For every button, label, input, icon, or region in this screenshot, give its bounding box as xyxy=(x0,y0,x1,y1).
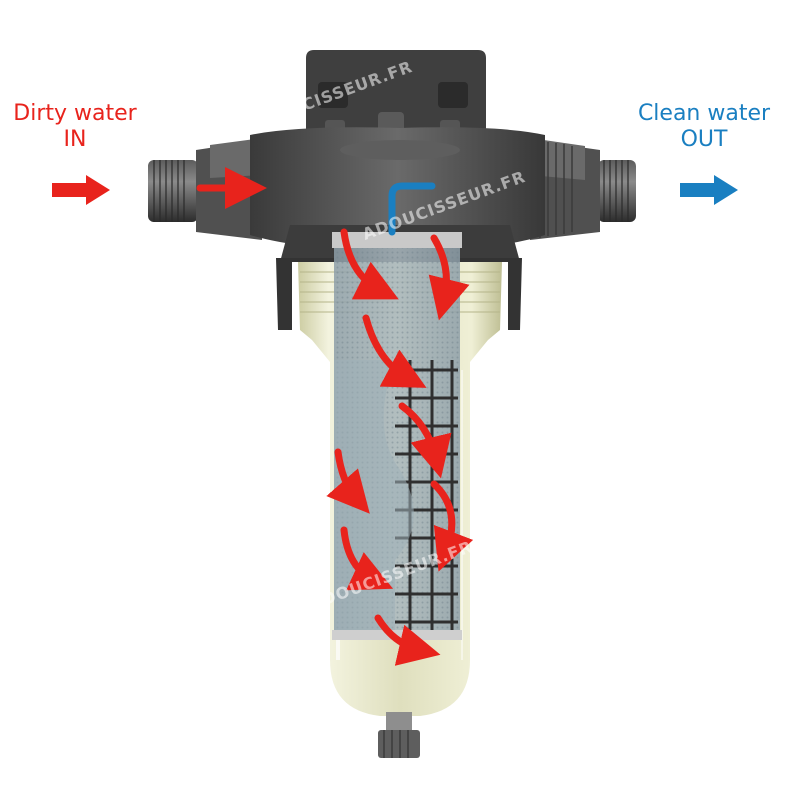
inlet-label: Dirty water IN xyxy=(0,101,150,153)
inlet-label-line2: IN xyxy=(63,127,87,152)
outlet-label-line1: Clean water xyxy=(637,101,771,126)
flow-arrow-4 xyxy=(398,402,452,479)
outlet-label-line2: OUT xyxy=(680,127,728,152)
flow-arrow-2 xyxy=(428,234,470,321)
outlet-arrow xyxy=(680,175,738,205)
mounting-bracket xyxy=(306,50,486,150)
flow-arrow-5 xyxy=(326,448,370,514)
clean-flow-line xyxy=(388,182,436,236)
inlet-label-line1: Dirty water xyxy=(13,101,137,126)
drain-valve xyxy=(378,712,420,758)
flow-arrow-7 xyxy=(340,526,394,591)
outlet-pipe xyxy=(530,138,636,240)
flow-arrow-1 xyxy=(340,228,399,300)
outlet-label: Clean water OUT xyxy=(624,101,784,153)
flow-arrow-3 xyxy=(362,314,427,388)
flow-arrow-6 xyxy=(430,480,474,572)
inlet-arrow xyxy=(52,175,110,205)
dirty-flow-arrows xyxy=(196,167,474,666)
flow-arrow-8 xyxy=(374,614,441,666)
